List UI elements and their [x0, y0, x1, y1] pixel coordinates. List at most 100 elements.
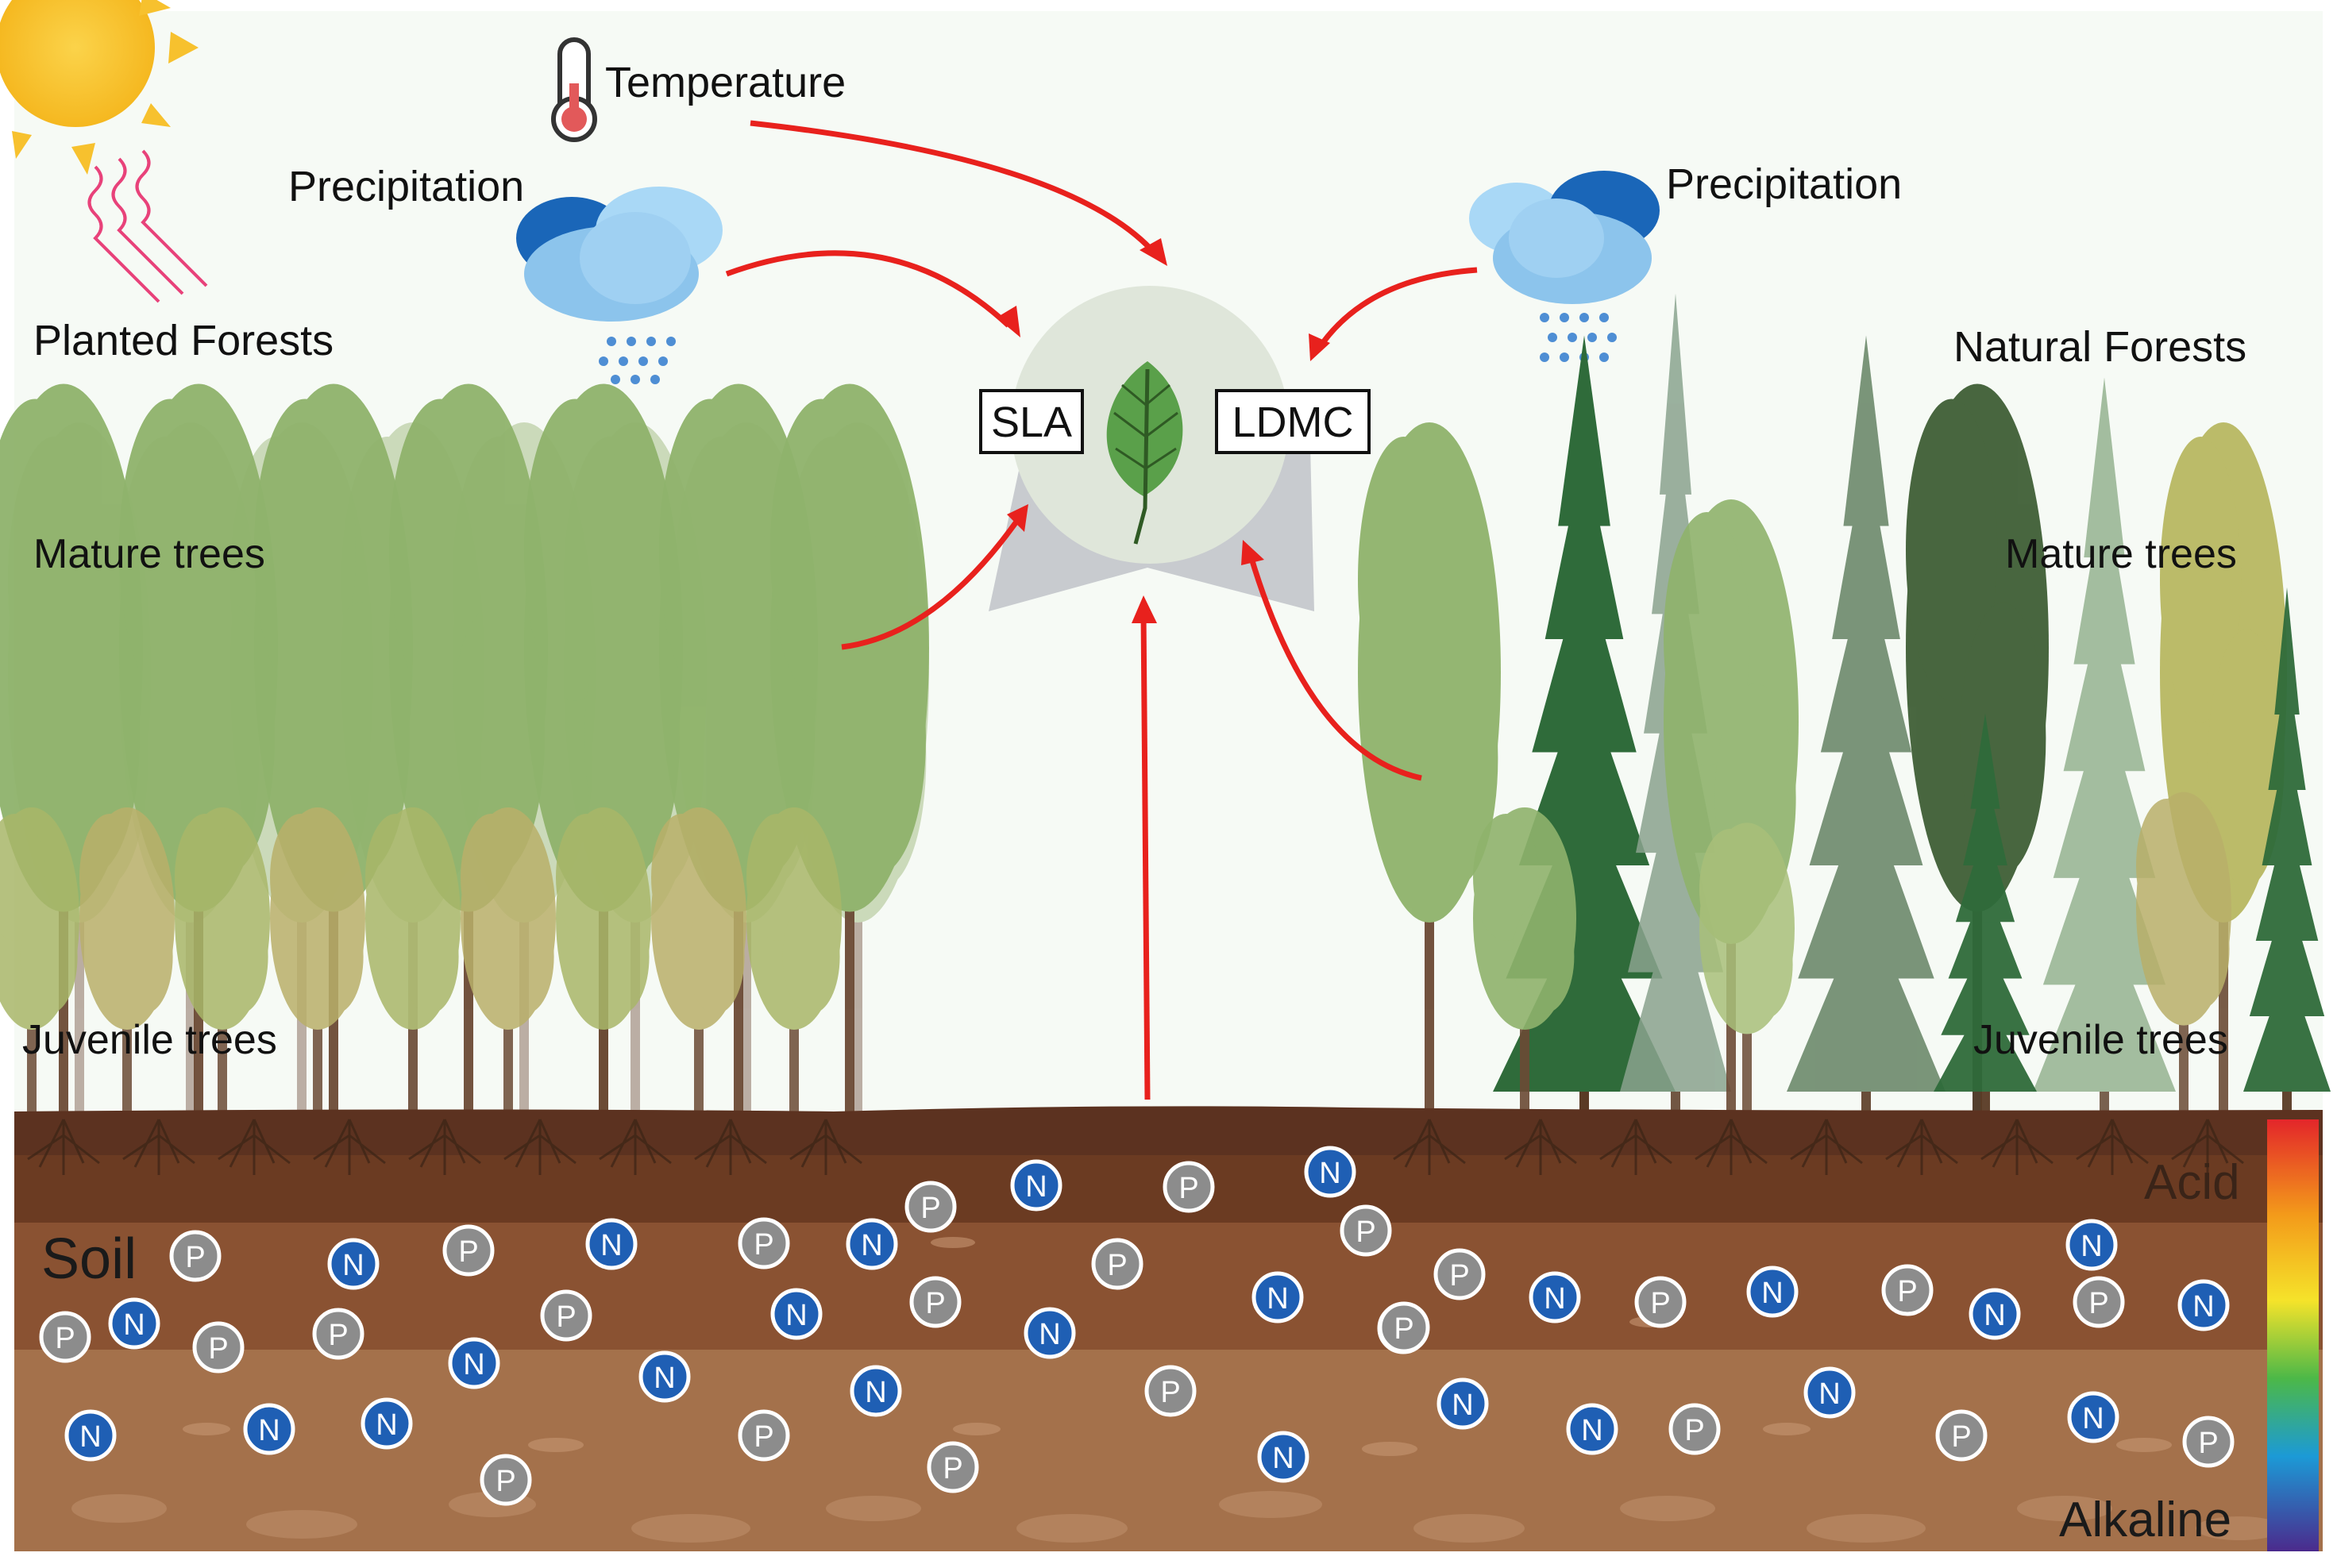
nitrogen-symbol: N: [1267, 1282, 1288, 1316]
nitrogen-pellet: N: [1439, 1380, 1487, 1427]
nitrogen-symbol: N: [2081, 1230, 2102, 1263]
phosphorus-pellet: P: [482, 1456, 530, 1504]
phosphorus-pellet: P: [2185, 1418, 2232, 1466]
phosphorus-symbol: P: [1684, 1414, 1704, 1447]
nitrogen-symbol: N: [861, 1229, 882, 1262]
phosphorus-pellet: P: [1165, 1163, 1213, 1211]
phosphorus-pellet: P: [1671, 1405, 1718, 1453]
phosphorus-pellet: P: [314, 1310, 362, 1358]
phosphorus-pellet: P: [172, 1232, 219, 1280]
nitrogen-pellet: N: [330, 1240, 377, 1288]
phosphorus-pellet: P: [1342, 1207, 1390, 1254]
phosphorus-pellet: P: [445, 1227, 492, 1274]
phosphorus-symbol: P: [1394, 1312, 1413, 1346]
phosphorus-symbol: P: [1178, 1172, 1198, 1205]
sla-box: SLA: [981, 391, 1082, 453]
nitrogen-pellet: N: [1012, 1162, 1060, 1209]
phosphorus-pellet: P: [907, 1183, 954, 1231]
mature-trees-label-left: Mature trees: [33, 531, 265, 577]
phosphorus-pellet: P: [41, 1313, 89, 1361]
nitrogen-symbol: N: [865, 1376, 886, 1409]
nitrogen-pellet: N: [450, 1339, 498, 1387]
nitrogen-pellet: N: [852, 1367, 900, 1415]
nitrogen-pellet: N: [1254, 1273, 1302, 1321]
phosphorus-symbol: P: [925, 1287, 945, 1320]
precipitation-label-right: Precipitation: [1666, 160, 1902, 208]
phosphorus-pellet: P: [929, 1443, 977, 1491]
nitrogen-symbol: N: [1761, 1277, 1783, 1310]
phosphorus-pellet: P: [1884, 1266, 1931, 1314]
phosphorus-symbol: P: [1356, 1215, 1375, 1249]
phosphorus-symbol: P: [2198, 1427, 2218, 1460]
phosphorus-symbol: P: [496, 1465, 515, 1498]
nitrogen-symbol: N: [123, 1308, 145, 1342]
nitrogen-pellet: N: [588, 1220, 635, 1268]
phosphorus-symbol: P: [2088, 1287, 2108, 1320]
phosphorus-pellet: P: [1093, 1240, 1141, 1288]
phosphorus-symbol: P: [754, 1228, 773, 1262]
alkaline-label: Alkaline: [2059, 1493, 2231, 1547]
temperature-label: Temperature: [605, 59, 846, 106]
nitrogen-symbol: N: [1452, 1389, 1473, 1422]
phosphorus-pellet: P: [740, 1219, 788, 1267]
precipitation-label-left: Precipitation: [288, 163, 524, 210]
phosphorus-symbol: P: [1160, 1376, 1180, 1409]
nitrogen-pellet: N: [245, 1405, 293, 1453]
nitrogen-pellet: N: [2180, 1281, 2227, 1329]
phosphorus-symbol: P: [1650, 1287, 1670, 1320]
phosphorus-pellet: P: [1637, 1278, 1684, 1326]
sla-label: SLA: [991, 399, 1072, 446]
mature-trees-label-right: Mature trees: [2005, 531, 2237, 577]
phosphorus-symbol: P: [185, 1241, 205, 1274]
nitrogen-pellet: N: [1806, 1369, 1853, 1416]
phosphorus-pellet: P: [912, 1278, 959, 1326]
nitrogen-symbol: N: [342, 1249, 364, 1282]
nitrogen-symbol: N: [2082, 1402, 2104, 1435]
phosphorus-pellet: P: [1938, 1412, 1985, 1459]
phosphorus-symbol: P: [920, 1192, 940, 1225]
nitrogen-symbol: N: [1544, 1282, 1565, 1316]
phosphorus-symbol: P: [458, 1235, 478, 1269]
phosphorus-symbol: P: [55, 1322, 75, 1355]
nitrogen-symbol: N: [1581, 1414, 1602, 1447]
nitrogen-symbol: N: [1984, 1299, 2005, 1332]
soil-label: Soil: [41, 1227, 137, 1291]
ldmc-box: LDMC: [1217, 391, 1369, 453]
phosphorus-symbol: P: [1449, 1259, 1469, 1293]
juvenile-trees-label-left: Juvenile trees: [22, 1017, 277, 1063]
phosphorus-pellet: P: [1147, 1367, 1194, 1415]
nitrogen-pellet: N: [1531, 1273, 1579, 1321]
phosphorus-symbol: P: [943, 1452, 962, 1485]
nitrogen-pellet: N: [67, 1412, 114, 1459]
phosphorus-symbol: P: [1951, 1420, 1971, 1454]
acid-label: Acid: [2144, 1155, 2240, 1210]
nitrogen-symbol: N: [600, 1229, 622, 1262]
nitrogen-symbol: N: [785, 1299, 807, 1332]
phosphorus-symbol: P: [754, 1420, 773, 1454]
nitrogen-symbol: N: [1818, 1377, 1840, 1411]
phosphorus-symbol: P: [1107, 1249, 1127, 1282]
nitrogen-pellet: N: [110, 1300, 158, 1347]
phosphorus-pellet: P: [542, 1292, 590, 1339]
phosphorus-pellet: P: [740, 1412, 788, 1459]
nitrogen-pellet: N: [1026, 1309, 1074, 1357]
nitrogen-pellet: N: [363, 1400, 411, 1447]
nitrogen-symbol: N: [1039, 1318, 1060, 1351]
natural-forests-label: Natural Forests: [1953, 323, 2246, 371]
nitrogen-pellet: N: [1971, 1290, 2019, 1338]
nitrogen-symbol: N: [1272, 1442, 1294, 1475]
nitrogen-symbol: N: [654, 1362, 675, 1395]
nitrogen-pellet: N: [848, 1220, 896, 1268]
nitrogen-symbol: N: [376, 1408, 397, 1442]
nitrogen-symbol: N: [1025, 1170, 1047, 1204]
nitrogen-symbol: N: [79, 1420, 101, 1454]
phosphorus-pellet: P: [1380, 1304, 1428, 1351]
nitrogen-symbol: N: [1319, 1157, 1340, 1190]
nitrogen-pellet: N: [2069, 1393, 2117, 1441]
phosphorus-pellet: P: [195, 1323, 242, 1371]
nitrogen-symbol: N: [463, 1348, 484, 1381]
thermometer-icon: [553, 40, 595, 140]
phosphorus-symbol: P: [208, 1332, 228, 1366]
